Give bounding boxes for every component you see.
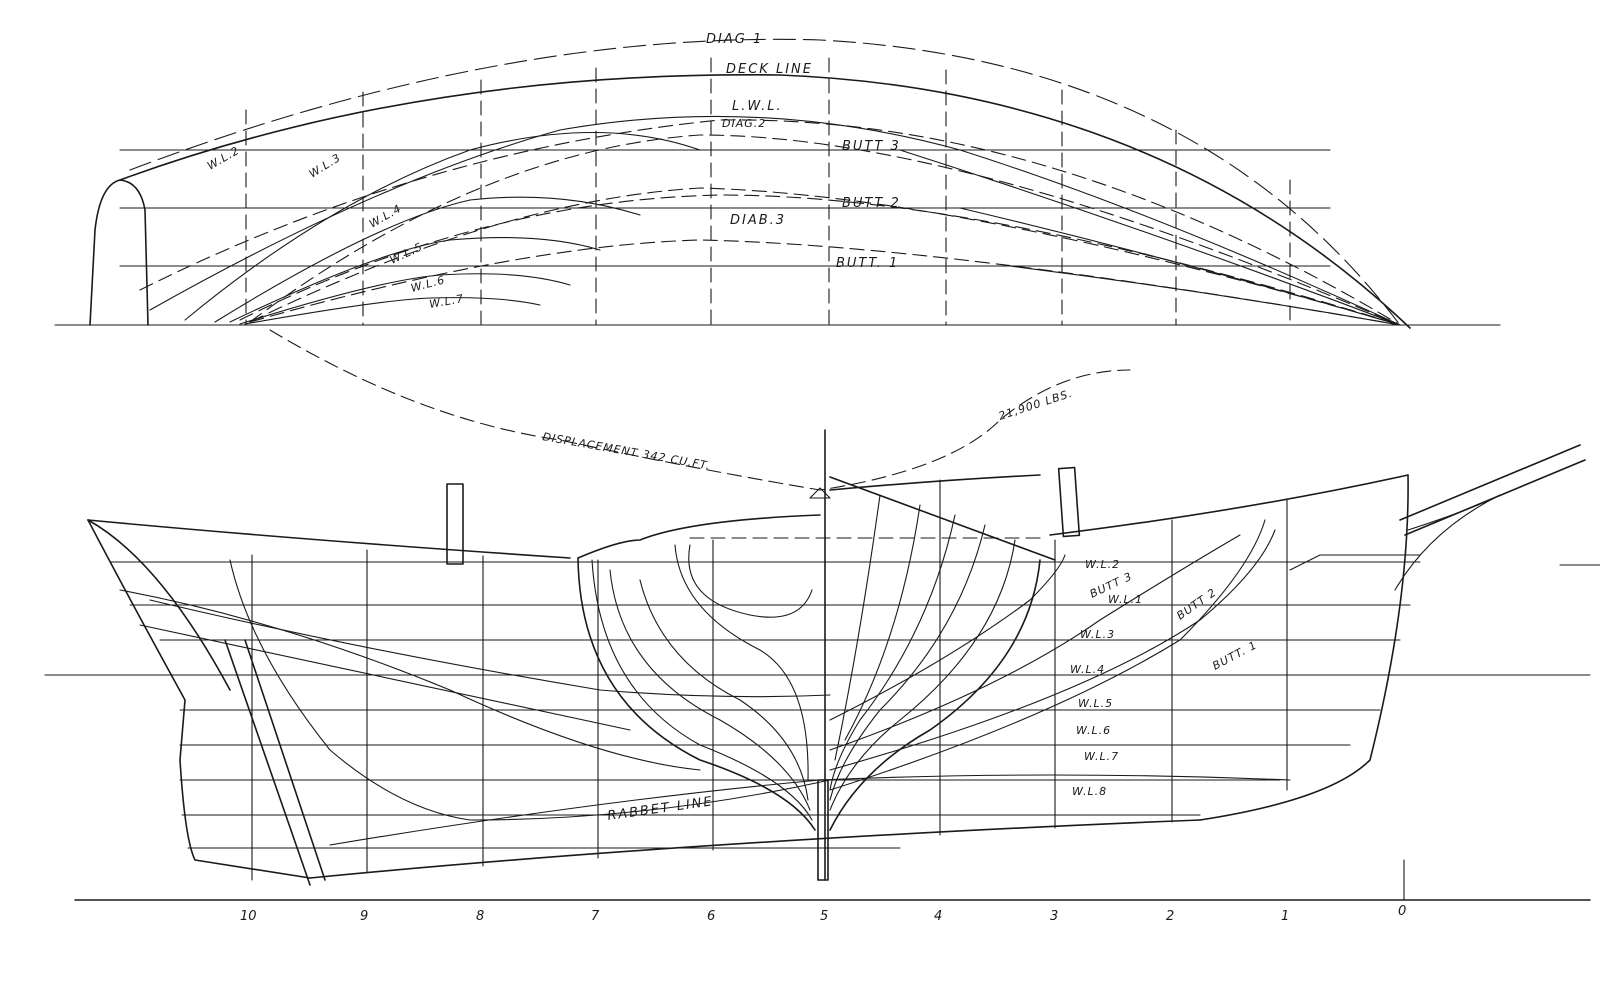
body-section-aft	[609, 569, 811, 811]
hull-stern	[87, 519, 311, 879]
profile-label-wl4: W.L.4	[1070, 663, 1105, 676]
plan-lwl	[149, 115, 1401, 326]
bowsprit	[1399, 444, 1586, 536]
body-section-aft	[674, 544, 809, 781]
displacement-curve	[269, 329, 1131, 491]
station-number: 5	[820, 909, 828, 924]
plan-label-deck-line: DECK LINE	[726, 62, 813, 77]
station-number-row: 10 9 8 7 6 5 4 3 2 1 0	[240, 904, 1406, 924]
plan-label-diag3: DIAB.3	[730, 213, 786, 228]
body-section-fwd	[829, 524, 986, 801]
body-section-fwd	[829, 514, 956, 791]
profile-butt-aft	[139, 624, 631, 731]
plan-label-wl6: W.L.6	[409, 273, 446, 295]
plan-label-wl7: W.L.7	[428, 292, 465, 311]
body-section-aft	[591, 559, 813, 821]
plan-wl-4	[214, 196, 641, 323]
station-number: 1	[1281, 909, 1289, 924]
plan-label-butt1: BUTT. 1	[836, 256, 899, 271]
profile-butt-fwd	[829, 519, 1266, 791]
profile-label-butt2: BUTT 2	[1174, 586, 1219, 623]
plan-deck-line	[119, 73, 1411, 329]
keel-post	[817, 779, 829, 881]
hull-stem	[1199, 474, 1409, 821]
half-breadth-plan: DIAG 1 DECK LINE L.W.L. DIAG.2 BUTT 3 BU…	[54, 32, 1501, 329]
cabin-fwd	[829, 476, 1056, 561]
profile-butt-aft	[149, 599, 831, 698]
cabin-fwd-top	[829, 474, 1041, 491]
plan-label-lwl: L.W.L.	[732, 99, 783, 114]
body-section-fwd	[844, 504, 921, 741]
hull-counter	[87, 519, 231, 691]
cabin-aft	[577, 514, 821, 559]
station-number: 0	[1398, 904, 1406, 919]
profile-label-wl2: W.L.2	[1085, 558, 1120, 571]
profile-label-butt1: BUTT. 1	[1210, 638, 1259, 672]
hull-keel	[309, 819, 1201, 879]
profile-label-wl6: W.L.6	[1076, 724, 1111, 737]
profile-butt-aft	[119, 589, 701, 771]
plan-wl-7	[244, 297, 541, 325]
body-section-fwd	[834, 494, 881, 761]
displacement-label: DISPLACEMENT 342 CU.FT.	[541, 430, 711, 472]
station-number: 9	[360, 909, 368, 924]
displacement-curve-group: DISPLACEMENT 342 CU.FT. 21,900 LBS.	[269, 329, 1131, 499]
station-number: 10	[240, 909, 257, 924]
plan-label-diag1: DIAG 1	[706, 32, 763, 47]
station-number: 3	[1050, 909, 1058, 924]
body-section-fwd	[829, 539, 1016, 811]
hull-sheer-aft	[87, 519, 571, 559]
rudder	[224, 639, 326, 886]
plan-butt-3	[249, 134, 1401, 326]
main-mast	[1057, 466, 1081, 538]
plan-label-wl5: W.L.5	[388, 240, 425, 267]
profile-label-rabbet: RABBET LINE	[606, 794, 714, 824]
profile-butt-aft	[229, 559, 831, 821]
plan-diag-1	[129, 38, 1401, 326]
profile-butt-fwd	[1289, 554, 1421, 571]
displacement-weight-label: 21,900 LBS.	[997, 387, 1074, 423]
profile-label-wl-top: W.L.1	[1108, 593, 1143, 606]
hull-sheer-fwd	[1049, 474, 1409, 536]
profile-butt-fwd	[829, 529, 1276, 771]
plan-transom	[89, 179, 149, 326]
profile-label-wl3: W.L.3	[1080, 628, 1115, 641]
profile-butt-fwd	[829, 554, 1066, 721]
profile-butt-fwd	[829, 534, 1241, 751]
station-number: 8	[476, 909, 484, 924]
body-section-fwd	[829, 559, 1041, 831]
plan-fan-line	[1009, 265, 1401, 326]
body-section-aft	[639, 579, 809, 801]
station-number: 7	[591, 909, 600, 924]
plan-label-diag2: DIAG.2	[722, 117, 766, 130]
profile-label-wl7: W.L.7	[1084, 750, 1119, 763]
mizzen-mast	[446, 483, 464, 565]
station-number: 4	[934, 909, 942, 924]
profile-label-wl8: W.L.8	[1072, 785, 1107, 798]
plan-label-butt2: BUTT 2	[842, 196, 901, 211]
body-section-aft-top	[688, 544, 813, 618]
plan-label-wl-a: W.L.2	[205, 144, 242, 173]
cutwater	[1394, 494, 1501, 591]
plan-wl-3	[184, 131, 701, 321]
plan-fan-line	[959, 207, 1401, 326]
profile-view: W.L.2 W.L.1 BUTT 3 BUTT 2 W.L.3 W.L.4 BU…	[44, 429, 1600, 924]
plan-diag-3	[239, 194, 1401, 326]
station-number: 6	[707, 909, 715, 924]
plan-fan-line	[899, 149, 1401, 326]
plan-label-butt3: BUTT 3	[842, 139, 901, 154]
plan-label-wl3: W.L.3	[307, 151, 344, 181]
station-number: 2	[1166, 909, 1174, 924]
body-section-aft	[577, 557, 816, 831]
profile-label-wl5: W.L.5	[1078, 697, 1113, 710]
